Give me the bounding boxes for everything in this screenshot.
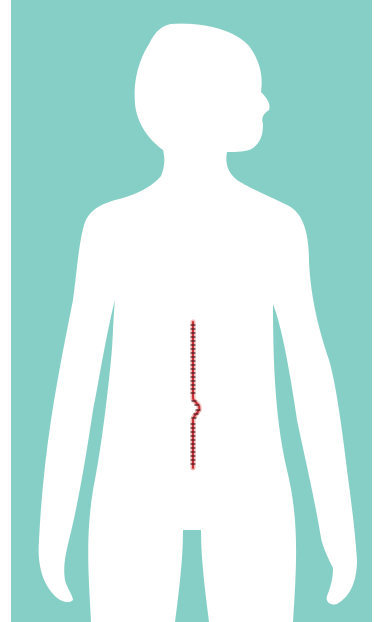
illustration-panel	[11, 0, 372, 622]
body-illustration	[11, 0, 372, 622]
